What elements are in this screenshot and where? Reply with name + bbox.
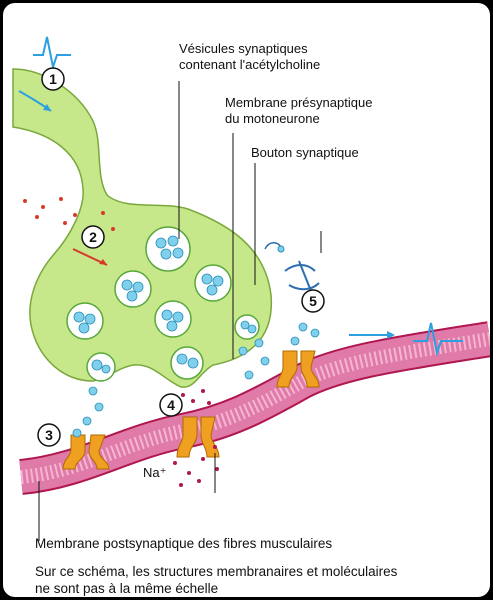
postsynaptic-label: Membrane postsynaptique des fibres muscu…: [35, 536, 333, 551]
step-1-label: 1: [49, 71, 57, 87]
step-4-label: 4: [167, 397, 175, 413]
step-3-label: 3: [45, 427, 53, 443]
presynaptic-label-line2: du motoneurone: [225, 111, 320, 126]
vesicles-label-line1: Vésicules synaptiques: [179, 41, 308, 56]
step-markers: 1 2 3 4 5: [37, 67, 325, 447]
diagram-frame: 1 2 3 4 5 Vésicules synaptiques contenan…: [3, 3, 490, 597]
synapse-diagram: 1 2 3 4 5 Vésicules synaptiques contenan…: [12, 36, 490, 541]
step-5-label: 5: [309, 293, 317, 309]
postsynaptic-action-potential: [413, 322, 463, 357]
caption-line1: Sur ce schéma, les structures membranair…: [35, 564, 398, 579]
receptor-channel-1: [62, 434, 110, 470]
presynaptic-label-line1: Membrane présynaptique: [225, 95, 372, 110]
bouton-label: Bouton synaptique: [251, 145, 359, 160]
acetylcholine-molecules: [73, 235, 257, 374]
calcium-ions: [23, 197, 115, 231]
step-2-label: 2: [89, 229, 97, 245]
leader-lines: [38, 81, 322, 541]
enzyme-icon: [264, 242, 320, 292]
cleft-acetylcholine: [72, 322, 320, 438]
sodium-label: Na⁺: [143, 465, 166, 480]
presynaptic-action-potential: [33, 36, 71, 71]
receptor-channel-3: [276, 350, 320, 388]
sodium-ions: [173, 389, 219, 487]
vesicles-label-line2: contenant l'acétylcholine: [179, 57, 320, 72]
caption-line2: ne sont pas à la même échelle: [35, 581, 219, 596]
